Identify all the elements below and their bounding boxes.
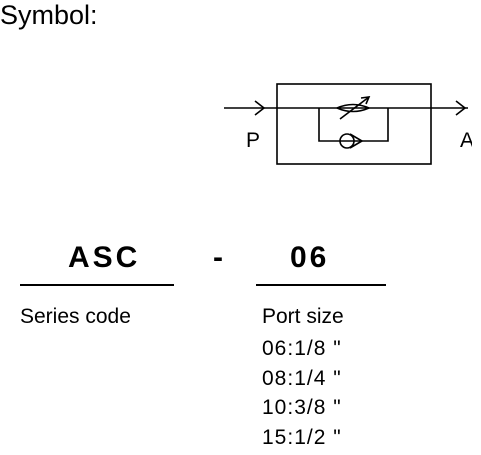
adjustable-arrow xyxy=(339,96,370,120)
inlet-arrow xyxy=(254,100,266,116)
check-valve-ball xyxy=(339,133,355,149)
outlet-arrow xyxy=(455,100,467,116)
port-size-option: 10:3/8 " xyxy=(262,396,342,419)
code-separator: - xyxy=(213,241,223,274)
port-size-option: 15:1/2 " xyxy=(262,425,342,449)
flow-control-valve-symbol: P A xyxy=(224,83,472,165)
check-valve-seat xyxy=(349,133,364,149)
port-p-label: P xyxy=(246,129,260,152)
series-code-label: Series code xyxy=(20,305,131,328)
symbol-heading: Symbol: xyxy=(0,0,98,30)
port-size-label: Port size xyxy=(262,305,344,328)
valve-body xyxy=(276,83,432,165)
port-size-options: 06:1/8 " 08:1/4 " 10:3/8 " 15:1/2 " xyxy=(262,334,342,452)
port-size-option: 06:1/8 " xyxy=(262,337,342,360)
series-code-underline xyxy=(20,284,174,286)
series-code-value: ASC xyxy=(68,241,141,274)
throttle-restriction xyxy=(336,103,370,113)
port-a-label: A xyxy=(460,129,472,152)
port-size-option: 08:1/4 " xyxy=(262,366,342,390)
port-code-value: 06 xyxy=(290,241,330,274)
port-size-underline xyxy=(256,284,386,286)
